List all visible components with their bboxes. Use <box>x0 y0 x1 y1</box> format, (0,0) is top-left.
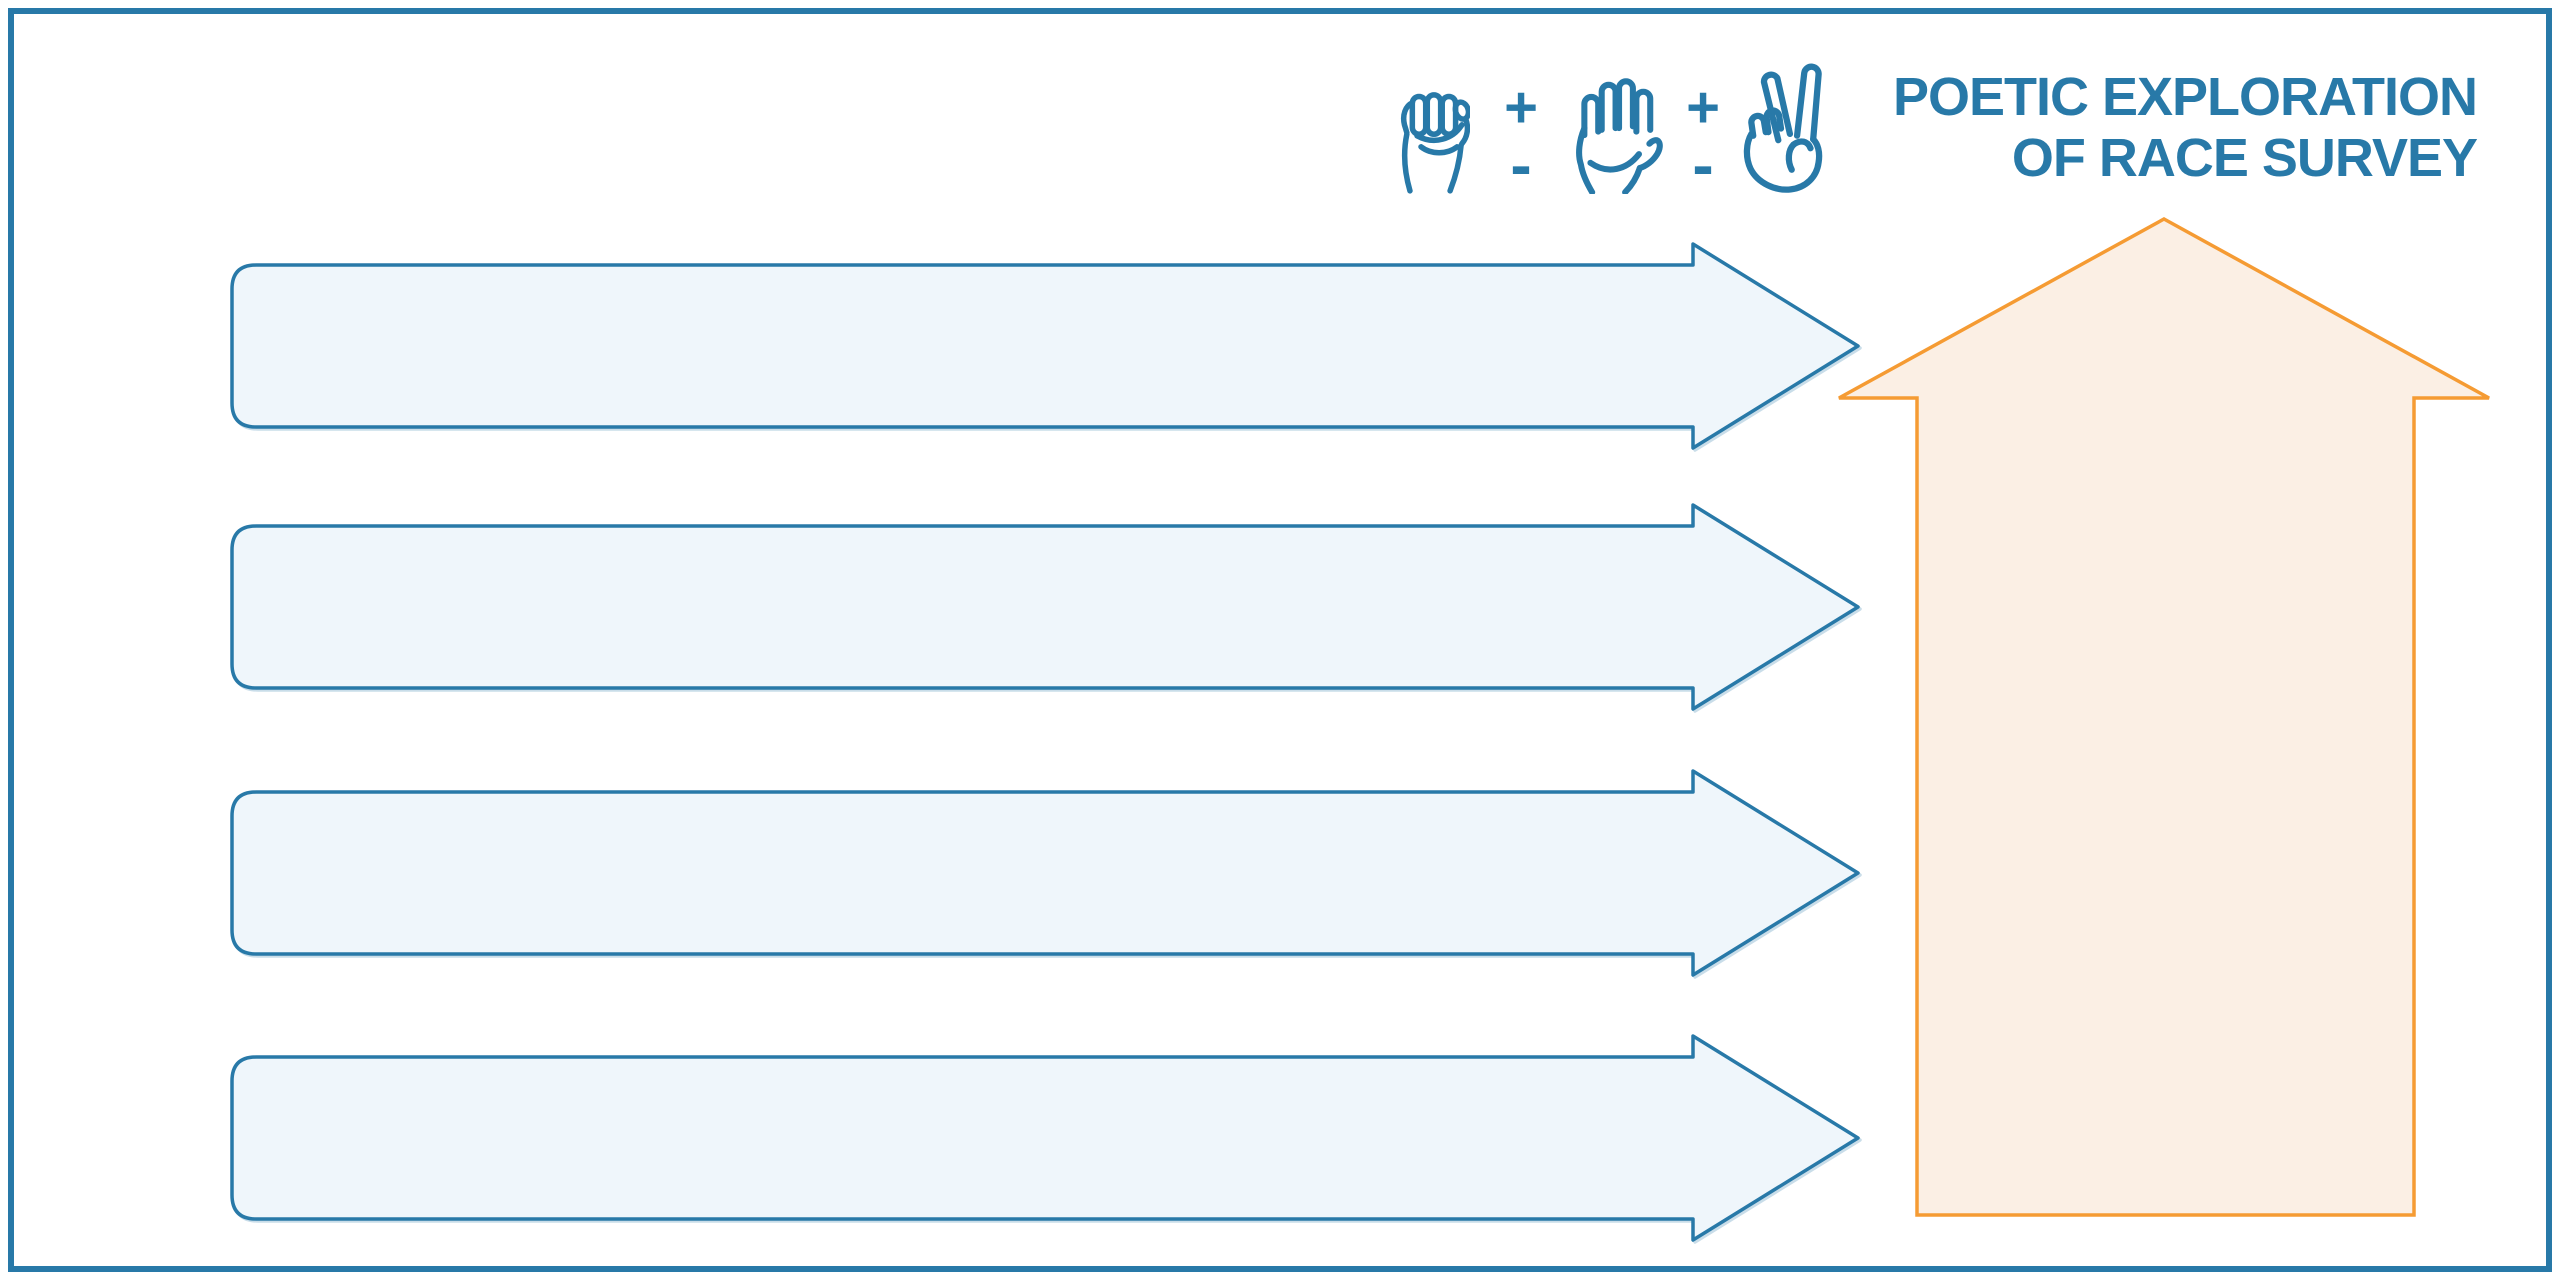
peace-icon <box>1738 52 1832 197</box>
page-title: POETIC EXPLORATION OF RACE SURVEY <box>1892 67 2478 189</box>
plus-operator: + <box>1686 75 1720 140</box>
right-arrow-shape <box>230 769 1860 977</box>
right-arrow-shape <box>230 503 1860 711</box>
plus-operator: + <box>1504 75 1538 140</box>
page-title-line2: OF RACE SURVEY <box>2011 128 2478 188</box>
right-arrow-shape <box>230 1034 1860 1242</box>
fist-icon-svg <box>1400 92 1470 194</box>
minus-operator: - <box>1692 129 1714 201</box>
palm-icon <box>1566 64 1666 194</box>
operator-group-2: + - <box>1678 75 1728 201</box>
operator-group-1: + - <box>1496 75 1546 201</box>
fist-icon <box>1394 76 1470 194</box>
page-title-line1: POETIC EXPLORATION <box>1892 67 2478 127</box>
process-arrow-4 <box>114 1032 1862 1244</box>
process-arrow-3 <box>114 767 1862 979</box>
peace-icon-svg <box>1743 63 1823 193</box>
up-arrow-shape <box>1838 217 2490 1217</box>
process-arrow-2 <box>114 501 1862 713</box>
survey-up-arrow <box>1837 215 2493 1218</box>
page-border <box>8 8 2552 1272</box>
process-arrow-1 <box>114 240 1862 452</box>
right-arrow-shape <box>230 242 1860 450</box>
palm-icon-svg <box>1576 78 1663 194</box>
minus-operator: - <box>1510 129 1532 201</box>
